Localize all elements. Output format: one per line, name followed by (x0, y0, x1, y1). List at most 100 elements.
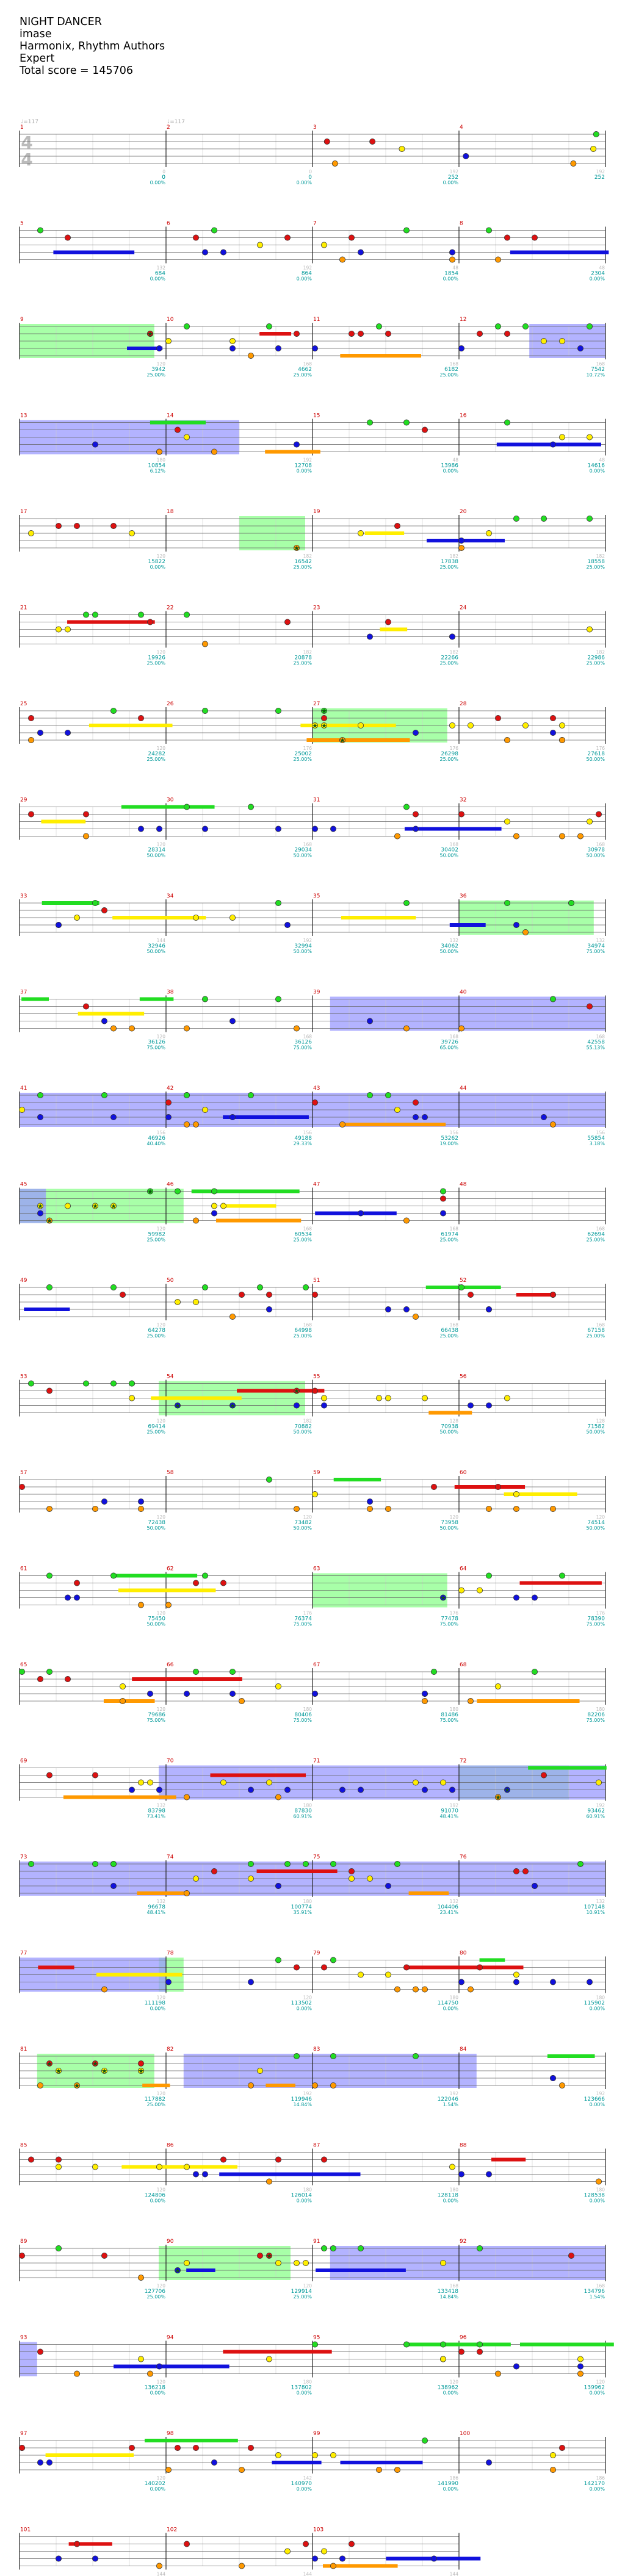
note-gem (56, 2555, 62, 2562)
measure-score: 61974 (441, 1232, 458, 1238)
note-gem (413, 826, 419, 832)
measure-sp-percent: 25.00% (439, 564, 458, 570)
note-gem (559, 833, 566, 840)
sustain-bar (53, 250, 135, 254)
note-gem (238, 2466, 245, 2473)
sustain-bar (298, 2172, 361, 2176)
measure-sp-percent: 50.00% (293, 853, 312, 858)
measure-tick-count: 180 (303, 1803, 312, 1808)
note-gem (422, 1395, 428, 1401)
note-gem (56, 2164, 62, 2170)
measure-tick-count: 180 (450, 1707, 459, 1712)
note-gem (46, 2459, 53, 2466)
measure-score: 28314 (148, 847, 165, 854)
measure-tick-count: 168 (450, 2283, 459, 2289)
note-gem (449, 722, 456, 729)
note-gem (403, 2341, 410, 2348)
measure-sp-percent: 0.00% (150, 276, 166, 282)
measure-number: 92 (460, 2239, 466, 2245)
note-gem (101, 907, 107, 914)
measure-number: 68 (460, 1662, 467, 1668)
note-gem (37, 1114, 44, 1121)
measure-number: 63 (313, 1566, 320, 1572)
note-gem (101, 1986, 107, 1993)
measure-score: 0 (162, 174, 165, 181)
note-gem (183, 2164, 190, 2170)
note-gem (46, 1572, 53, 1579)
note-gem (156, 2363, 162, 2370)
measure-tick-count: 180 (450, 2187, 459, 2193)
sustain-bar (427, 539, 505, 542)
measure-sp-percent: 50.00% (146, 949, 165, 954)
note-gem (321, 2245, 328, 2251)
star-note-icon: ★ (175, 2267, 181, 2275)
note-gem (256, 2067, 263, 2074)
note-gem (183, 323, 190, 330)
measure-number: 102 (167, 2527, 177, 2533)
note-gem (587, 434, 593, 441)
note-gem (339, 1121, 346, 1128)
note-gem (183, 2259, 190, 2266)
measure-sp-percent: 75.00% (439, 1622, 458, 1627)
note-gem (46, 1668, 53, 1675)
measure-number: 86 (167, 2143, 174, 2149)
measure-number: 97 (20, 2431, 27, 2437)
measure-number: 75 (313, 1854, 320, 1860)
note-gem (165, 1099, 172, 1106)
note-gem (92, 1203, 98, 1209)
note-gem (201, 2171, 208, 2178)
measure-sp-percent: 25.00% (293, 1237, 312, 1243)
note-gem (37, 1092, 44, 1099)
note-gem (247, 1786, 254, 1793)
measure-score: 114750 (438, 2001, 459, 2007)
measure-score: 36126 (294, 1040, 312, 1046)
note-gem (321, 1402, 328, 1409)
sustain-bar (89, 724, 173, 727)
note-gem (229, 338, 236, 345)
measure-score: 14616 (587, 463, 605, 469)
note-gem (522, 929, 529, 936)
measure-score: 100774 (291, 1904, 312, 1910)
note-gem (504, 419, 511, 426)
note-gem (56, 2156, 62, 2163)
note-gem (74, 1594, 81, 1601)
note-gem (110, 1203, 117, 1209)
measure-score: 0 (162, 174, 165, 181)
measure-score: 252 (448, 174, 458, 181)
measure-tick-count: 168 (303, 1322, 312, 1328)
measure-number: 71 (313, 1758, 320, 1765)
note-gem (311, 1491, 318, 1497)
measure-sp-percent: 10.72% (586, 372, 605, 378)
star-note-icon: ★ (175, 1402, 181, 1410)
measure-number: 17 (20, 509, 27, 515)
measure-tick-count: 176 (596, 1611, 605, 1616)
note-gem (110, 1882, 117, 1889)
measure-score: 127706 (145, 2289, 166, 2295)
measure-tick-count: 168 (303, 1226, 312, 1232)
note-gem (440, 1195, 447, 1202)
measure-score: 864 (302, 271, 312, 277)
measure-sp-percent: 1.54% (443, 2102, 459, 2107)
note-gem (394, 833, 401, 840)
measure-number: 59 (313, 1470, 320, 1476)
measure-score: 13986 (441, 463, 458, 469)
note-gem (211, 1868, 217, 1874)
note-gem (146, 619, 153, 625)
measure-number: 34 (167, 893, 174, 899)
note-gem (463, 153, 469, 159)
note-gem (568, 900, 575, 907)
measure-score: 53262 (441, 1135, 458, 1142)
measure-sp-percent: 0.00% (297, 2391, 312, 2396)
measure-tick-count: 144 (157, 938, 166, 943)
note-gem (477, 2245, 483, 2251)
measure-number: 69 (20, 1758, 27, 1765)
note-gem (110, 1114, 117, 1121)
note-gem (495, 1683, 502, 1689)
note-gem (449, 256, 456, 263)
measure-tick-count: 156 (303, 1130, 312, 1135)
note-gem (422, 1986, 428, 1993)
note-gem (28, 1380, 35, 1387)
sustain-bar (404, 827, 502, 831)
measure-sp-percent: 25.00% (439, 372, 458, 378)
measure-sp-percent: 0.00% (590, 469, 605, 474)
